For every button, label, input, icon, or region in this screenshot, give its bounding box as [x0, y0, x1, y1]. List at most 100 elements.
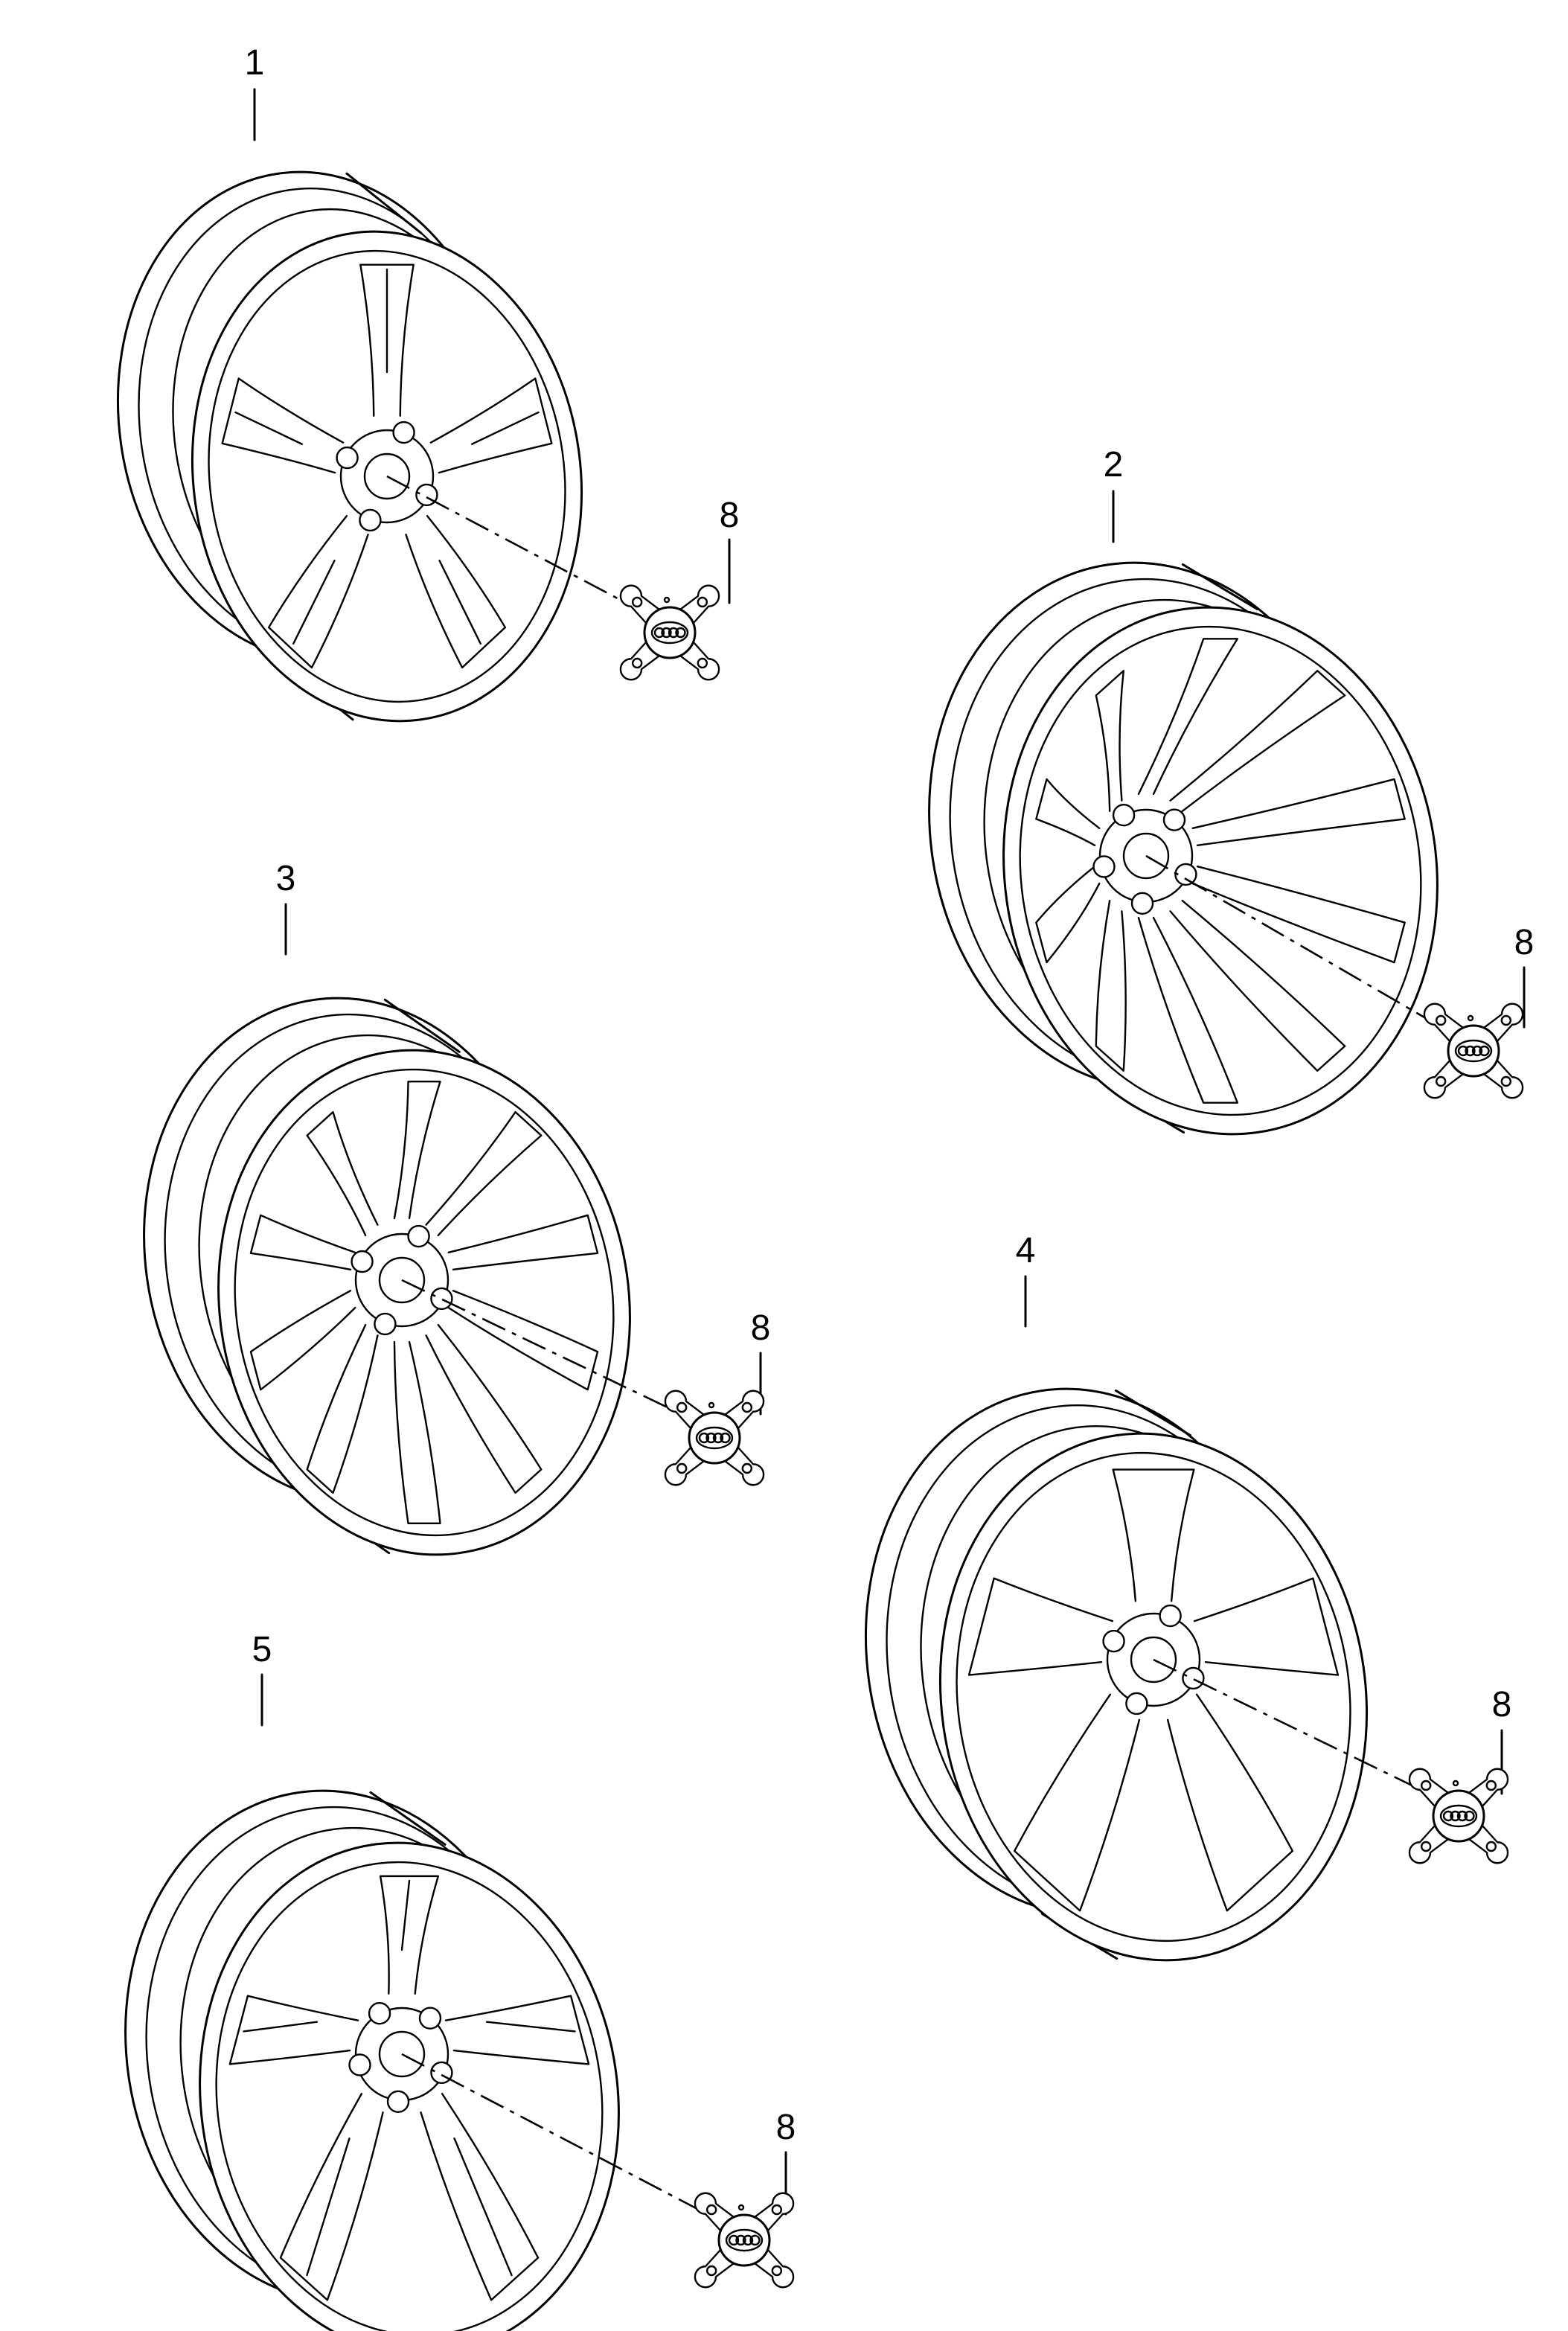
wheel-spoke — [221, 377, 345, 474]
spoke-split-line — [438, 560, 481, 645]
hub-cap-5 — [694, 2151, 795, 2289]
callout-label-hub-cap-5: 8 — [776, 2108, 796, 2147]
hub-cap-arm-tip — [705, 2204, 717, 2216]
lug-bolt-hole — [386, 2090, 410, 2113]
wheel-spoke — [379, 1875, 440, 1995]
lug-bolt-hole — [368, 2001, 391, 2025]
wheel-5 — [124, 1673, 715, 2331]
wheel-spoke — [228, 1995, 359, 2065]
hub-cap-4 — [1408, 1729, 1509, 1864]
wheel-face-lip — [215, 1861, 604, 2331]
wheel-spoke — [429, 377, 553, 474]
lug-bolt-hole — [418, 2007, 442, 2030]
rim-edge-line — [383, 998, 461, 1053]
four-rings-logo-icon — [1464, 1810, 1475, 1822]
four-rings-logo-icon — [1457, 1045, 1469, 1057]
hub-cap-arm-tip — [1420, 1780, 1432, 1791]
wheel-spoke — [967, 1577, 1114, 1676]
wheel-spoke — [405, 515, 507, 669]
wheel-spoke — [1014, 1693, 1141, 1912]
four-rings-logo-icon — [661, 627, 672, 639]
wheel-4 — [864, 1275, 1430, 1962]
lug-bolt-hole — [351, 1250, 374, 1273]
lug-bolt-hole — [430, 1287, 453, 1311]
hub-cap-axis-line — [1145, 854, 1444, 1030]
wheel-spoke — [393, 1081, 441, 1220]
wheel-spoke — [359, 263, 415, 417]
lug-bolt-hole — [1182, 1666, 1205, 1690]
rim-edge-line — [369, 1791, 447, 1846]
wheel-spoke — [1169, 899, 1346, 1072]
hub-cap-arm-tip — [741, 1462, 753, 1474]
hub-cap-arm-tip — [697, 596, 708, 608]
four-rings-logo-icon — [1456, 1810, 1468, 1822]
callout-labels-layer: 1 2 3 4 5 8 8 8 8 8 — [245, 43, 1535, 2147]
wheel-spoke — [425, 1110, 543, 1237]
hub-cap-arm-tip — [1500, 1075, 1512, 1087]
four-rings-logo-icon — [728, 2234, 740, 2246]
hub-cap-arm-tip — [1485, 1841, 1497, 1852]
hub-cap-arm-tip — [1485, 1780, 1497, 1791]
lug-bolt-hole — [430, 2061, 453, 2085]
wheel-spoke — [1095, 670, 1124, 813]
hub-cap-arm-tip — [771, 2265, 783, 2277]
wheel-face-lip — [956, 1451, 1351, 1942]
lug-bolt-hole — [348, 2053, 371, 2076]
callout-label-hub-cap-1: 8 — [720, 496, 740, 535]
wheel-spoke — [1193, 1577, 1340, 1676]
lug-bolt-hole — [1102, 1629, 1125, 1653]
hub-cap-2 — [1423, 966, 1526, 1099]
wheel-spoke — [447, 1290, 599, 1391]
hub-cap-axis-line — [401, 1279, 685, 1417]
callout-label-hub-cap-4: 8 — [1492, 1685, 1512, 1724]
wheel-spoke — [393, 1340, 441, 1524]
wheel-spoke — [1166, 1693, 1293, 1912]
four-rings-logo-icon — [1442, 1810, 1454, 1822]
four-rings-logo-icon — [749, 2234, 761, 2246]
lug-bolt-hole — [359, 508, 382, 532]
wheel-spoke — [420, 2093, 540, 2301]
hub-cap-arm-tip — [1500, 1014, 1512, 1026]
four-rings-logo-icon — [720, 1432, 731, 1444]
callout-label-wheel-2: 2 — [1104, 445, 1124, 485]
lug-bolt-hole — [1159, 1604, 1182, 1628]
spoke-split-line — [234, 411, 304, 445]
hub-cap-emblem-plate — [1454, 1039, 1493, 1063]
hub-cap-dot — [663, 596, 671, 604]
wheel-2 — [928, 490, 1444, 1136]
wheel-spoke — [1035, 778, 1101, 846]
four-rings-logo-icon — [712, 1432, 724, 1444]
callout-label-hub-cap-2: 8 — [1514, 923, 1535, 962]
hub-cap-dot — [708, 1401, 715, 1409]
hub-cap-dot — [737, 2204, 745, 2211]
four-rings-logo-icon — [735, 2234, 746, 2246]
wheel-spoke — [1095, 899, 1127, 1072]
hub-cap-arm-tip — [676, 1401, 688, 1413]
hub-cap-arm-tip — [1435, 1075, 1447, 1087]
wheel-3 — [143, 903, 685, 1556]
wheel-spoke — [1035, 866, 1101, 964]
wheel-spoke — [444, 1995, 590, 2065]
hub-cap-arm-tip — [741, 1401, 753, 1413]
wheel-face-lip — [234, 1068, 615, 1537]
hub-cap-arm-tip — [697, 657, 708, 669]
lug-bolt-hole — [336, 446, 359, 470]
four-rings-logo-icon — [1479, 1045, 1490, 1057]
callout-label-wheel-3: 3 — [276, 859, 296, 898]
wheel-spoke — [1169, 670, 1346, 813]
spoke-split-line — [485, 2021, 576, 2033]
four-rings-logo-icon — [705, 1432, 717, 1444]
wheel-1 — [116, 88, 641, 723]
wheel-spoke — [1112, 1468, 1195, 1602]
rim-edge-line — [1181, 563, 1258, 610]
four-rings-logo-icon — [675, 627, 686, 639]
wheel-spoke — [1191, 778, 1406, 846]
wheel-spoke — [249, 1214, 356, 1270]
wheel-face-outer — [1002, 606, 1439, 1136]
spoke-split-line — [306, 2137, 351, 2277]
callout-label-wheel-1: 1 — [245, 43, 265, 83]
four-rings-logo-icon — [698, 1432, 710, 1444]
wheel-spoke — [306, 1110, 379, 1237]
wheel-spoke — [306, 1323, 379, 1494]
hub-cap-arm-tip — [631, 657, 643, 669]
